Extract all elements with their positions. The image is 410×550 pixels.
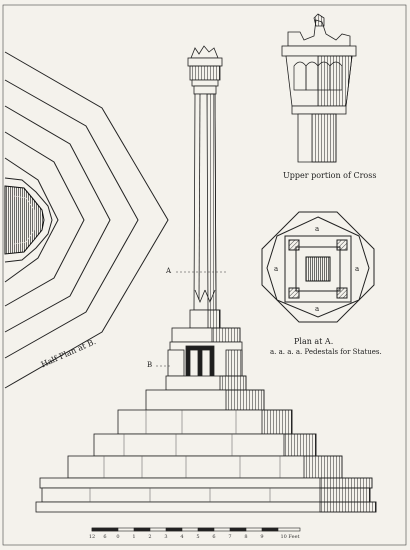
plan-letter-a: a <box>315 225 320 233</box>
plan-letter-a: a <box>274 265 279 273</box>
plan-letter-a: a <box>355 265 360 273</box>
pedestals-caption: a. a. a. a. Pedestals for Statues. <box>270 348 382 356</box>
cross-elevation <box>35 45 377 513</box>
marker-b-label: B <box>147 361 153 369</box>
plan-letter-a: a <box>315 305 320 313</box>
scale-bar <box>91 527 301 532</box>
upper-portion-detail <box>281 13 357 163</box>
marker-a-label: A <box>166 267 172 275</box>
plan-at-a <box>261 211 375 323</box>
plate-border <box>2 4 407 546</box>
plan-a-caption: Plan at A. <box>294 337 334 346</box>
half-plan-b <box>4 51 169 389</box>
upper-portion-caption: Upper portion of Cross <box>283 171 377 180</box>
